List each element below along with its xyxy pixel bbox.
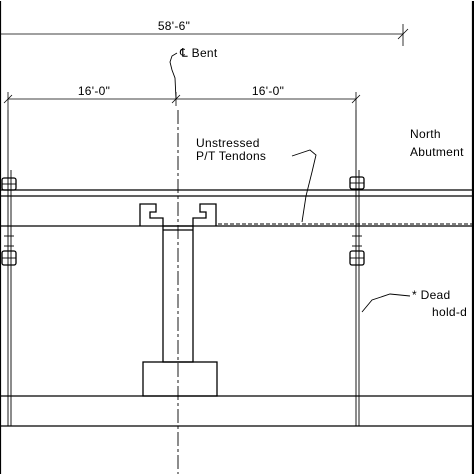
tendon-callout: Unstressed P/T Tendons [196, 136, 317, 223]
bent-column [142, 225, 218, 397]
span-dimensions: 16'-0" 16'-0" [3, 84, 361, 110]
holddown-label-line1: * Dead [412, 288, 451, 302]
overall-dimension-text: 58'-6" [158, 19, 190, 33]
bent-callout: ℄ Bent [169, 46, 218, 100]
column-footing [142, 361, 218, 397]
overall-dimension: 58'-6" [0, 19, 409, 46]
holddown-callout: * Dead hold-d [361, 288, 467, 319]
cap-keys [139, 203, 217, 226]
bent-label: ℄ Bent [179, 46, 218, 60]
tendons-label-line1: Unstressed [196, 136, 260, 150]
left-holddown-rod [1, 110, 17, 426]
right-holddown-rod [349, 110, 365, 426]
lower-beam [0, 395, 474, 427]
tendons-label-line2: P/T Tendons [196, 149, 266, 163]
right-span-dimension: 16'-0" [252, 84, 284, 98]
abutment-label-line1: North [410, 127, 441, 141]
left-span-dimension: 16'-0" [78, 84, 110, 98]
abutment-label-line2: Abutment [410, 145, 464, 159]
holddown-label-line2: hold-d [432, 305, 467, 319]
deck-slab [0, 189, 474, 227]
